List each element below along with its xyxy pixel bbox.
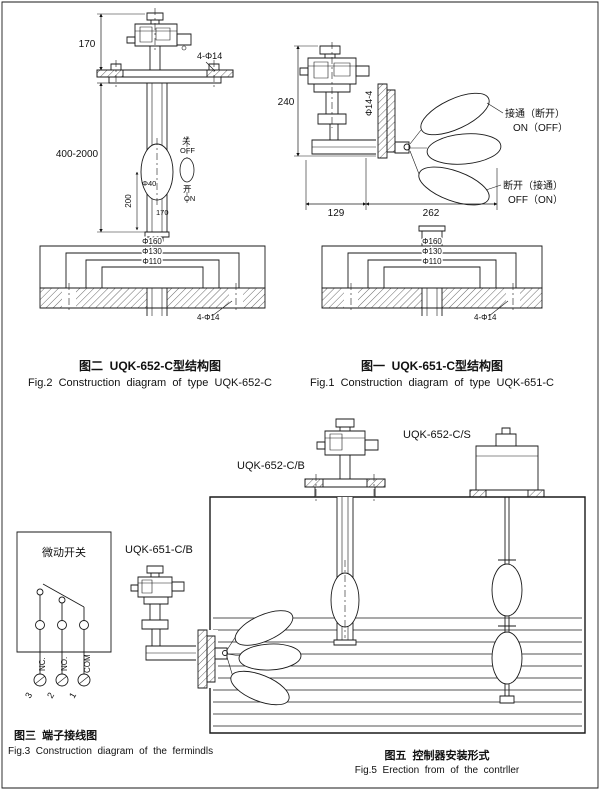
fig5-device-652cs [470,428,544,703]
fig2-dim-400-2000-label: 400-2000 [56,149,99,160]
fig2-dim-float-len-label: 170 [156,208,169,217]
fig1-off-en-label: OFF（ON） [508,194,563,206]
fig2-dim-head [97,13,145,71]
fig1-flange-holes-label: Φ14-4 [364,91,374,116]
fig2-bottom-holes-label: 4-Φ14 [197,313,220,322]
fig1-switch-head [300,42,369,140]
fig1-arm-flange [312,84,410,158]
fig5-tank [210,497,585,733]
fig3-switch-box [17,532,111,652]
fig5-caption-cn: 图五 控制器安装形式 [384,748,489,762]
fig3-terminal-nc-label: NC. [38,657,47,671]
fig1-dim-240-label: 240 [278,97,295,108]
fig2-dia130-label: Φ130 [142,247,162,256]
fig3-wire-1-label: 1 [67,691,78,700]
fig2-top-holes-label: 4-Φ14 [197,51,222,61]
fig2-dia160-label: Φ160 [142,237,162,246]
fig2-switch-head [127,8,191,70]
fig2-float [135,138,173,231]
fig2-dim-200-label: 200 [124,194,133,208]
fig2-dia110-label: Φ110 [142,257,162,266]
fig3-wire-3-label: 3 [23,691,34,700]
fig1-bottom-holes-label: 4-Φ14 [474,313,497,322]
fig1-dia160-label: Φ160 [422,237,442,246]
fig1-caption-en: Fig.1 Construction diagram of type UQK-6… [310,377,554,389]
fig1-on-en-label: ON（OFF） [513,122,568,134]
fig3-wires [34,630,90,686]
fig2-dim-170-label: 170 [79,39,96,50]
fig2-caption-cn: 图二 UQK-652-C型结构图 [79,358,221,373]
fig1-off-cn-label: 断开（接通） [503,179,563,192]
fig5-label-651cb: UQK-651-C/B [125,544,193,556]
fig2-caption-en: Fig.2 Construction diagram of type UQK-6… [28,377,272,389]
fig2-dim-length [97,82,145,233]
fig2-drawing: 170 4-Φ14 400-2000 [40,8,265,322]
fig5-label-652cb: UQK-652-C/B [237,460,305,472]
fig1-drawing: 接通（断开） ON（OFF） 断开（接通） OFF（ON） Φ14-4 240 … [278,42,568,322]
fig1-on-cn-label: 接通（断开） [505,107,565,120]
fig5-device-652cb [305,419,385,645]
fig2-switch-positions [180,136,194,204]
fig5-caption-en: Fig.5 Erection from of the contrller [355,765,520,776]
fig3-terminal-com-label: COM [83,654,92,673]
fig1-dim-129-label: 129 [328,208,345,219]
fig3-caption-cn: 图三 端子接线图 [14,728,97,742]
fig1-dim-bottom [305,158,498,210]
fig2-off-en-label: OFF [180,146,195,155]
fig3-drawing: 微动开关 NC. NO. COM 3 2 1 [17,532,111,700]
fig3-terminal-no-label: NO. [60,657,69,671]
fig3-caption-en: Fig.3 Construction diagram of the fermin… [8,746,213,757]
fig5-label-652cs: UQK-652-C/S [403,429,471,441]
fig5-drawing: UQK-652-C/B UQK-652-C/S UQK-651-C/B [125,419,585,733]
fig1-float-positions [410,85,503,213]
fig2-dim-float-dia-label: Φ40 [142,179,156,188]
fig1-flange-section [322,226,542,316]
fig3-title: 微动开关 [42,545,86,559]
fig3-contacts [36,584,89,630]
fig2-top-flange [97,60,233,90]
fig1-dia130-label: Φ130 [422,247,442,256]
fig2-flange-section [40,246,265,316]
fig1-caption-cn: 图一 UQK-651-C型结构图 [361,358,503,373]
fig1-dia110-label: Φ110 [422,257,442,266]
fig5-device-651cb [131,566,302,712]
fig1-dim-240 [294,45,376,157]
fig2-off-cn-label: 关 [182,136,191,146]
fig3-wire-2-label: 2 [45,691,56,700]
fig2-on-cn-label: 开 [183,184,192,194]
fig1-dim-262-label: 262 [423,208,440,219]
fig2-on-en-label: ON [184,194,195,203]
